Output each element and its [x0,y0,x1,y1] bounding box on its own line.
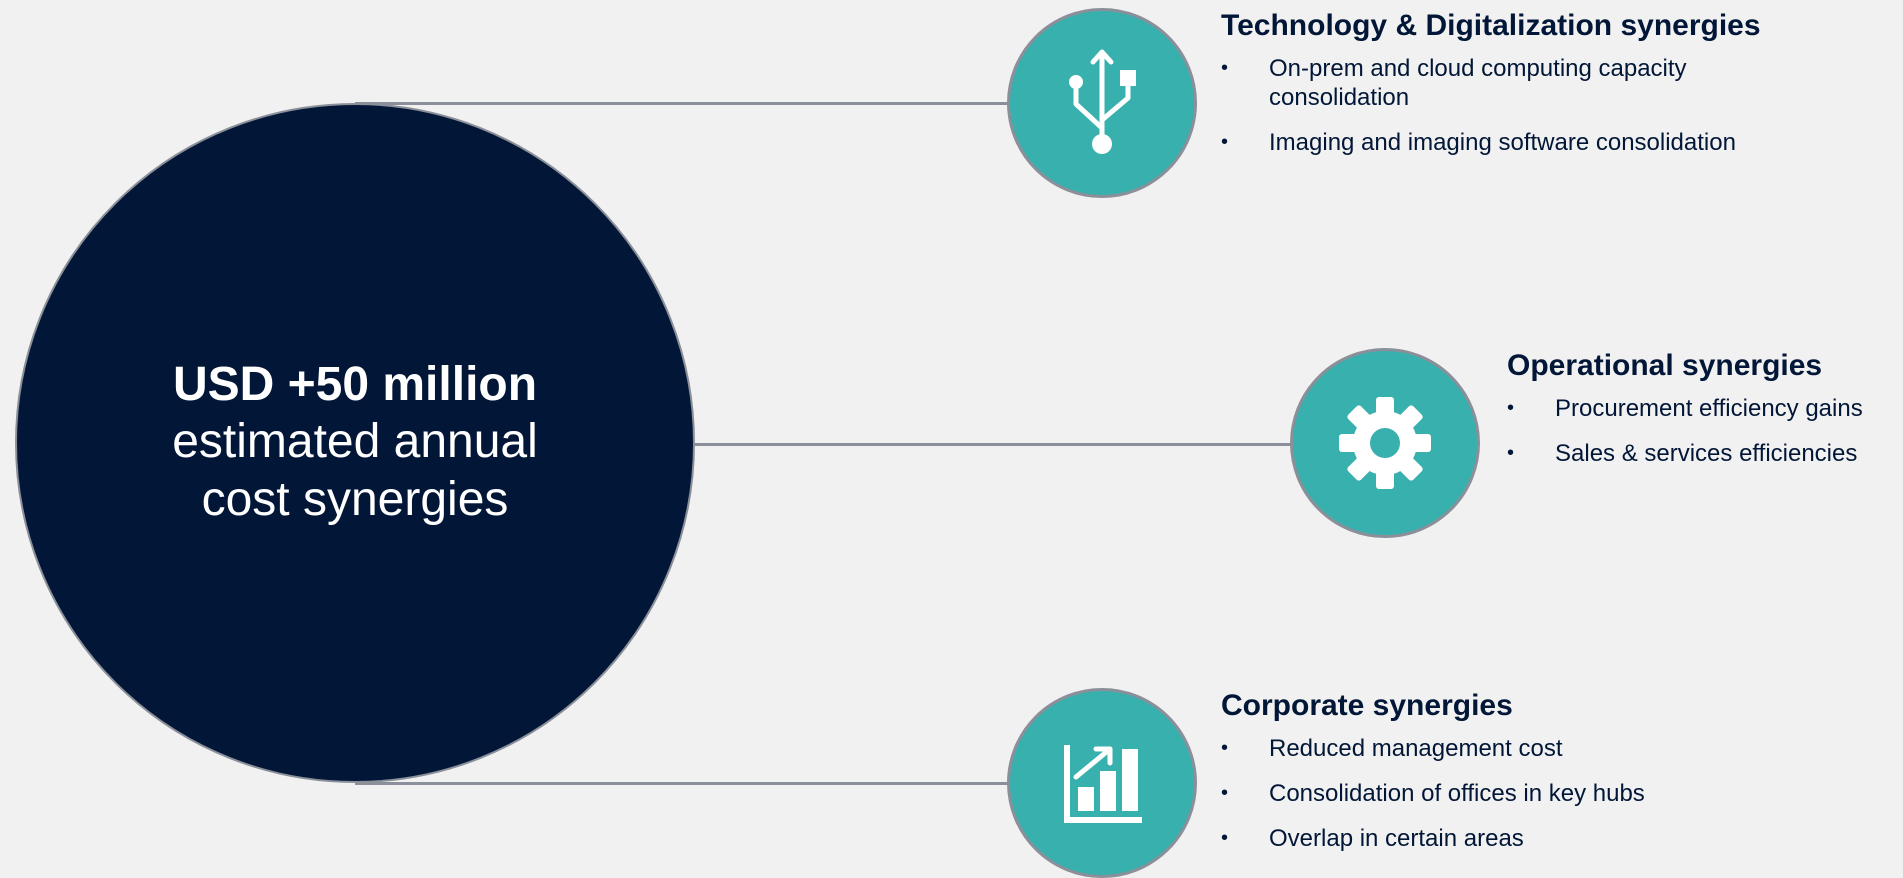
corporate-synergies-block: Corporate synergies • Reduced management… [1221,688,1871,869]
list-item: • Overlap in certain areas [1221,824,1871,853]
summary-line-1: estimated annual [172,415,538,468]
operational-synergies-block: Operational synergies • Procurement effi… [1507,348,1897,484]
bullet-text: Consolidation of offices in key hubs [1269,780,1645,807]
list-item: • Sales & services efficiencies [1507,439,1897,468]
technology-synergies-title: Technology & Digitalization synergies [1221,9,1761,42]
corporate-synergies-title: Corporate synergies [1221,689,1513,722]
bullet-text: Reduced management cost [1269,735,1563,762]
usb-icon [1069,49,1136,154]
list-item: • On-prem and cloud computing capacity c… [1221,54,1871,112]
technology-synergies-block: Technology & Digitalization synergies • … [1221,8,1871,173]
bullet-marker: • [1507,442,1515,464]
bullet-marker: • [1221,737,1229,759]
corporate-icon-circle [1007,688,1197,878]
bullet-marker: • [1221,131,1229,153]
operational-icon-circle [1290,348,1480,538]
bullet-marker: • [1221,782,1229,804]
summary-circle: USD +50 million estimated annual cost sy… [15,103,695,783]
gear-icon [1339,397,1431,489]
bullet-text: Imaging and imaging software consolidati… [1269,129,1736,156]
list-item: • Reduced management cost [1221,734,1871,763]
list-item: • Consolidation of offices in key hubs [1221,779,1871,808]
bullet-text: Sales & services efficiencies [1555,440,1858,467]
bullet-text: Overlap in certain areas [1269,825,1524,852]
growth-chart-icon [1064,745,1142,823]
summary-line-2: cost synergies [201,473,509,526]
connector-line-bottom [355,782,1010,785]
operational-synergies-title: Operational synergies [1507,349,1823,382]
bullet-text: On-prem and cloud computing capacity con… [1269,55,1687,111]
bullet-text: Procurement efficiency gains [1555,395,1863,422]
bullet-marker: • [1221,57,1229,79]
list-item: • Imaging and imaging software consolida… [1221,128,1871,157]
connector-line-middle [695,443,1295,446]
connector-line-top [355,102,1010,105]
technology-icon-circle [1007,8,1197,198]
summary-headline: USD +50 million [172,358,538,411]
list-item: • Procurement efficiency gains [1507,394,1897,423]
bullet-marker: • [1507,397,1515,419]
bullet-marker: • [1221,827,1229,849]
